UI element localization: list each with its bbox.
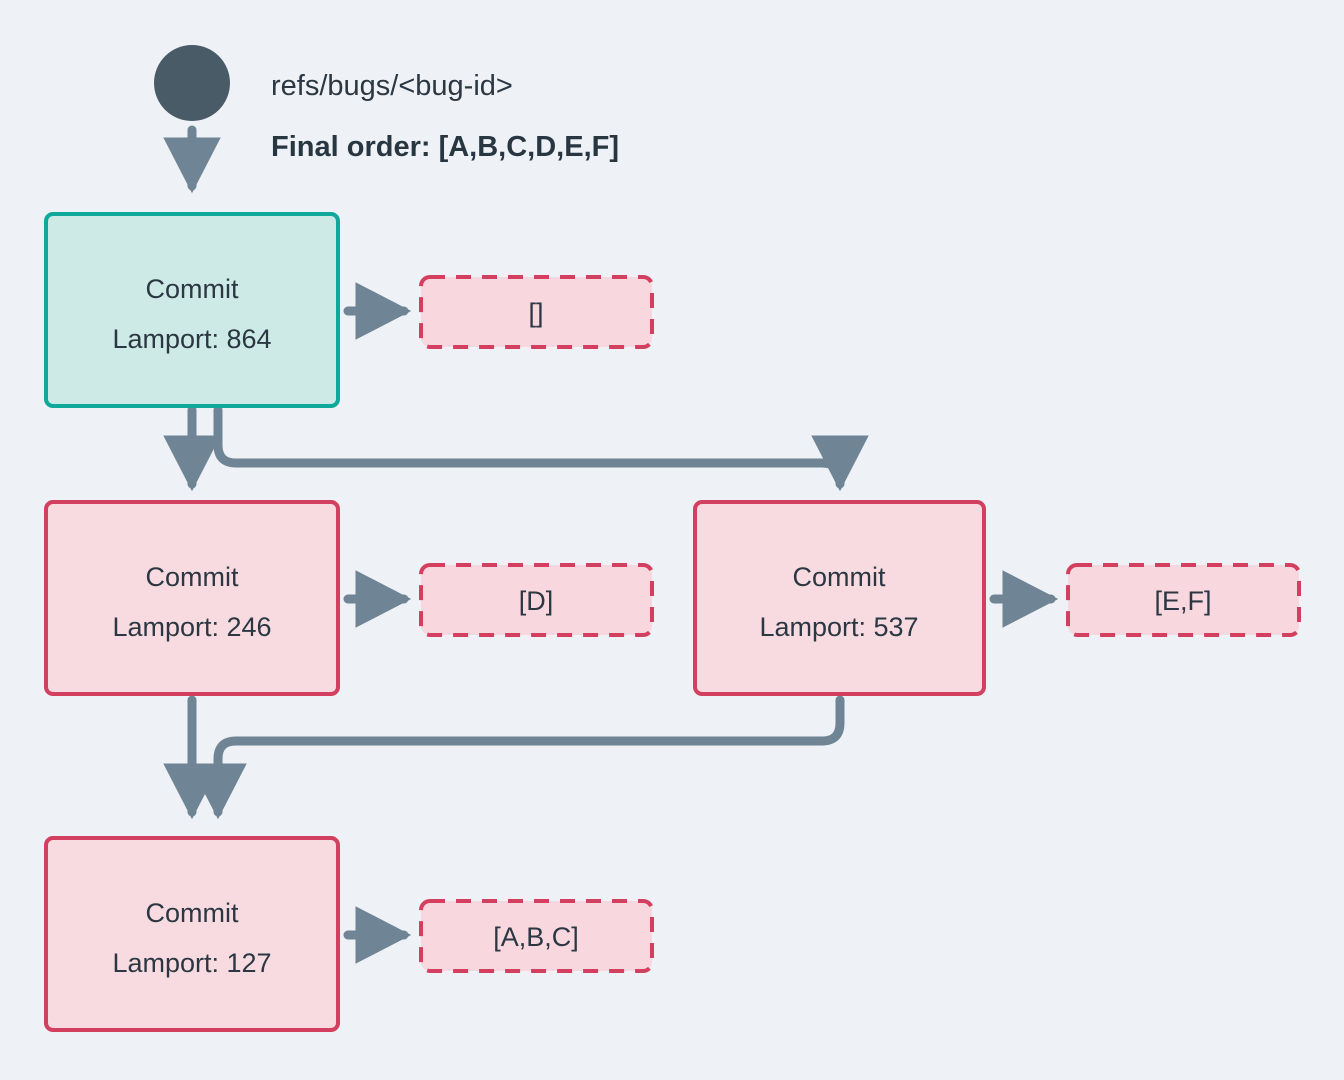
node-commit-246-lamport: Lamport: 246 <box>112 612 271 642</box>
node-commit-127[interactable]: Commit Lamport: 127 <box>44 836 340 1032</box>
node-commit-537-box[interactable] <box>693 500 986 696</box>
branch-ref-label: refs/bugs/<bug-id> <box>271 70 513 102</box>
node-commit-127-lamport: Lamport: 127 <box>112 948 271 978</box>
node-commit-864-lamport: Lamport: 864 <box>112 324 271 354</box>
branch-root-node[interactable] <box>154 45 230 121</box>
edge-commit-864-to-commit-537 <box>213 405 869 492</box>
node-commit-537[interactable]: Commit Lamport: 537 <box>693 500 986 696</box>
ops-chip-d-box[interactable] <box>419 563 654 637</box>
ops-chip-ef[interactable]: [E,F] <box>1066 563 1301 637</box>
node-commit-864-box[interactable] <box>44 212 340 408</box>
ops-chip-abc[interactable]: [A,B,C] <box>419 899 654 973</box>
node-commit-127-title: Commit <box>146 898 239 928</box>
node-commit-864[interactable]: Commit Lamport: 864 <box>44 212 340 408</box>
edge-commit-537-to-commit-127 <box>189 695 845 820</box>
ops-chip-abc-label: [A,B,C] <box>493 922 579 952</box>
ops-chip-ef-label: [E,F] <box>1154 586 1211 616</box>
ops-chip-d-label: [D] <box>519 586 554 616</box>
node-commit-127-box[interactable] <box>44 836 340 1032</box>
node-commit-246-title: Commit <box>146 562 239 592</box>
node-commit-864-title: Commit <box>146 274 239 304</box>
node-commit-537-lamport: Lamport: 537 <box>759 612 918 642</box>
ops-chip-empty-box[interactable] <box>419 275 654 349</box>
ops-chip-ef-box[interactable] <box>1066 563 1301 637</box>
ops-chip-empty-label: [] <box>528 298 543 328</box>
node-commit-537-title: Commit <box>793 562 886 592</box>
node-commit-246[interactable]: Commit Lamport: 246 <box>44 500 340 696</box>
ops-chip-abc-box[interactable] <box>419 899 654 973</box>
ops-chip-d[interactable]: [D] <box>419 563 654 637</box>
final-order-label: Final order: [A,B,C,D,E,F] <box>271 131 619 163</box>
node-commit-246-box[interactable] <box>44 500 340 696</box>
ops-chip-empty[interactable]: [] <box>419 275 654 349</box>
